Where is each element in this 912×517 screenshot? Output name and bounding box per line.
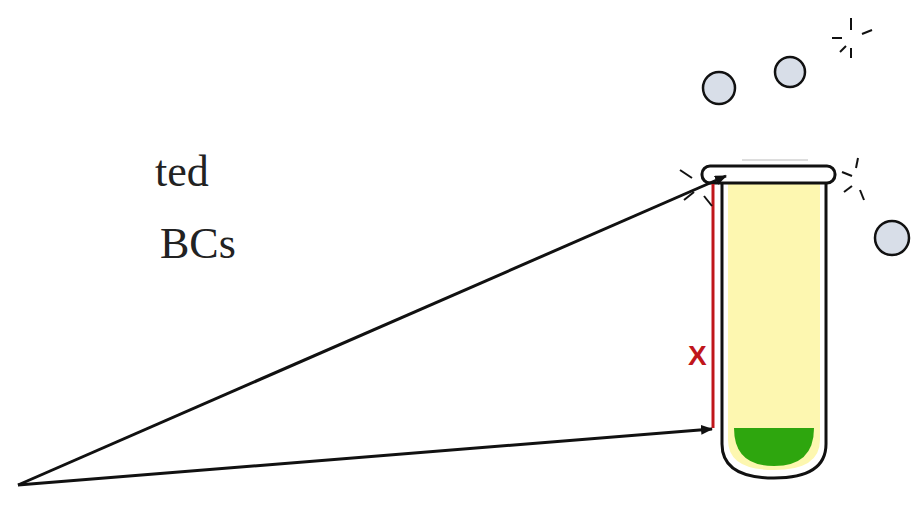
body-text: ted xyxy=(155,150,209,194)
cell-pellet xyxy=(734,428,814,466)
tube-outline xyxy=(722,182,826,478)
height-line xyxy=(712,184,715,428)
sparkle xyxy=(680,18,872,206)
dimension-label: X xyxy=(688,342,707,370)
tube-rim xyxy=(702,166,835,183)
body-text: BCs xyxy=(160,222,236,266)
bubble xyxy=(775,57,805,87)
plasma-fill xyxy=(728,182,820,470)
bubble xyxy=(875,221,909,255)
rim-highlight xyxy=(742,159,808,161)
pointer-arrow xyxy=(18,429,712,485)
bubble xyxy=(703,72,735,104)
pointer-arrow xyxy=(18,176,726,485)
